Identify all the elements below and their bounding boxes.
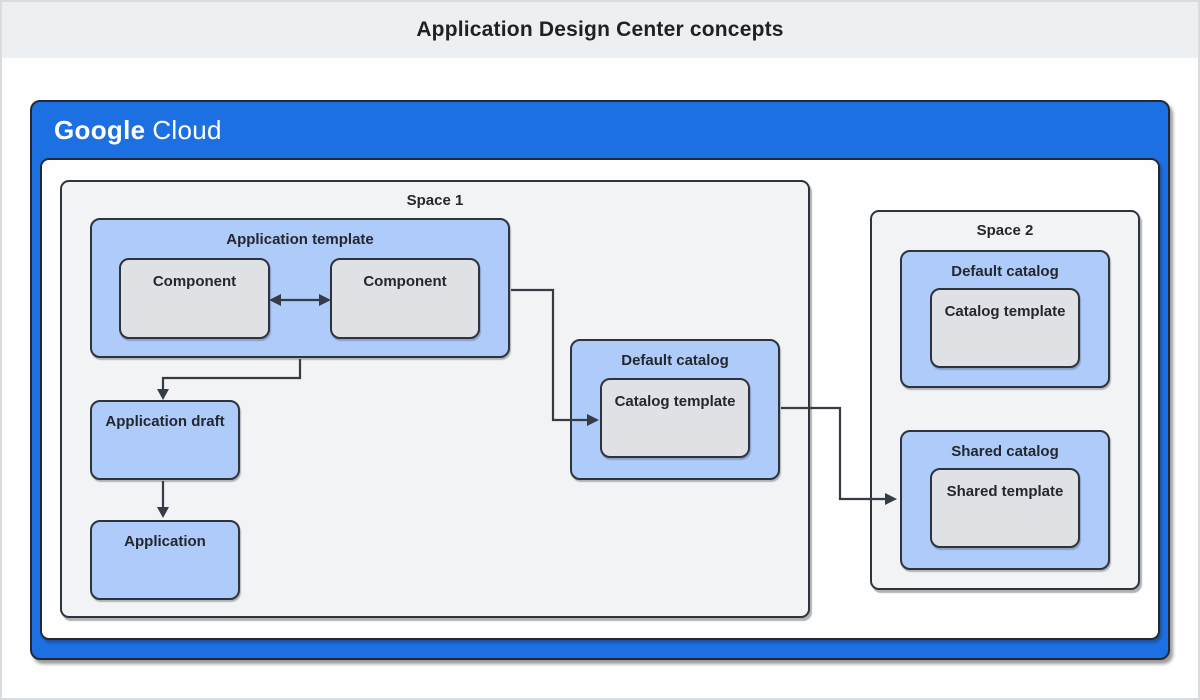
logo-cloud-text: Cloud	[152, 115, 222, 145]
logo-google-text: Google	[54, 115, 146, 145]
application-box: Application	[90, 520, 240, 600]
title-banner: Application Design Center concepts	[2, 2, 1198, 58]
application-label: Application	[124, 533, 206, 550]
shared-template-box: Shared template	[930, 468, 1080, 548]
application-draft-box: Application draft	[90, 400, 240, 480]
component-box-right: Component	[330, 258, 480, 339]
component-left-label: Component	[152, 273, 237, 290]
component-right-label: Component	[363, 273, 447, 290]
catalog-template-space2-box: Catalog template	[930, 288, 1080, 368]
default-catalog-space2-label: Default catalog	[951, 263, 1059, 280]
component-box-left: Component	[119, 258, 270, 339]
catalog-template-space1-box: Catalog template	[600, 378, 750, 458]
page-title: Application Design Center concepts	[416, 18, 784, 41]
shared-template-label: Shared template	[946, 483, 1064, 500]
catalog-template-space2-label: Catalog template	[944, 303, 1066, 320]
default-catalog-space1-label: Default catalog	[621, 352, 729, 369]
space-1-label: Space 1	[406, 192, 464, 209]
catalog-template-space1-label: Catalog template	[614, 393, 736, 410]
application-template-label: Application template	[226, 231, 374, 248]
space-2-label: Space 2	[976, 222, 1034, 239]
shared-catalog-label: Shared catalog	[951, 443, 1059, 460]
application-draft-label: Application draft	[105, 413, 225, 430]
